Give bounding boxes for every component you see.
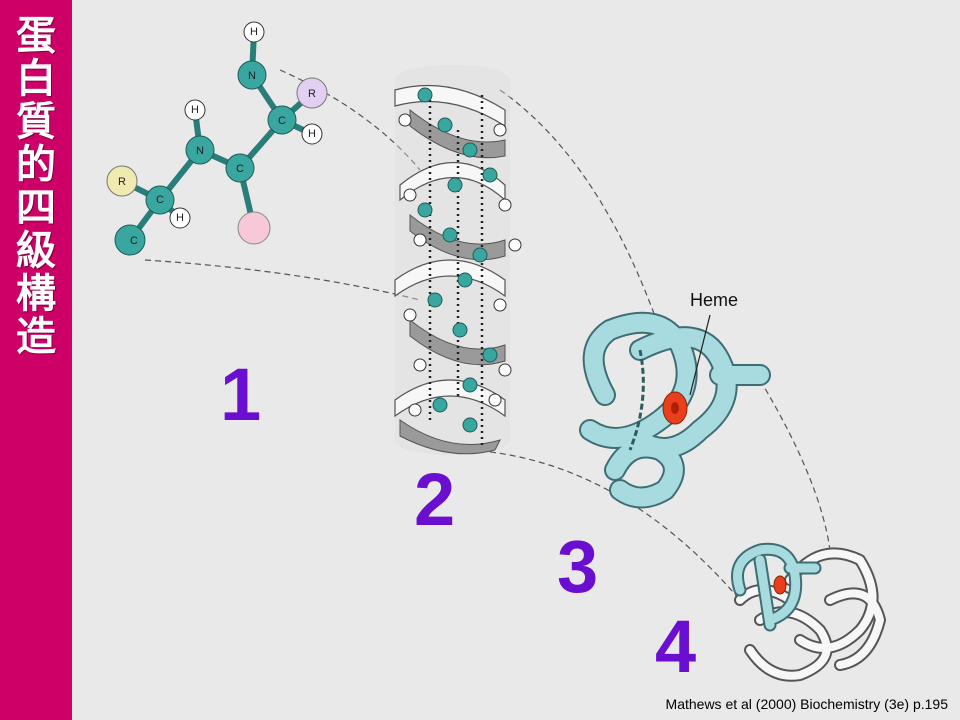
atom-o bbox=[237, 211, 271, 245]
slide-title: 蛋白質的四級構造 bbox=[0, 14, 72, 358]
title-char: 造 bbox=[16, 313, 56, 360]
tertiary-fold: Heme bbox=[579, 290, 771, 509]
title-char: 的 bbox=[16, 141, 56, 188]
atom-r bbox=[106, 165, 138, 197]
atom-h bbox=[301, 123, 323, 145]
atom-label: C bbox=[236, 163, 244, 175]
atom-c bbox=[114, 224, 146, 256]
atom-r bbox=[296, 77, 328, 109]
atom-n bbox=[237, 60, 267, 90]
step-number-3: 3 bbox=[557, 525, 598, 608]
heme-group bbox=[773, 575, 787, 595]
atom-h bbox=[184, 99, 206, 121]
atom-c bbox=[145, 185, 175, 215]
atom-label: H bbox=[176, 212, 184, 224]
primary-structure: C R C H N H C C R H N H bbox=[106, 21, 328, 256]
atom-label: C bbox=[278, 115, 286, 127]
atom-h bbox=[243, 21, 265, 43]
atom-label: H bbox=[308, 128, 316, 140]
step-number-2: 2 bbox=[414, 458, 455, 541]
atom-label: N bbox=[196, 145, 204, 157]
atom-label: H bbox=[250, 26, 258, 38]
connector-lines bbox=[144, 69, 831, 601]
atom-n bbox=[185, 135, 215, 165]
title-char: 質 bbox=[16, 98, 56, 145]
atom-label: N bbox=[248, 70, 256, 82]
atom-label: C bbox=[156, 194, 164, 206]
title-char: 構 bbox=[16, 270, 56, 317]
atom-label: H bbox=[191, 104, 199, 116]
protein-structure-diagram: C R C H N H C C R H N H bbox=[106, 21, 886, 688]
quaternary-structure bbox=[731, 542, 886, 682]
step-number-4: 4 bbox=[655, 605, 696, 688]
citation: Mathews et al (2000) Biochemistry (3e) p… bbox=[665, 696, 948, 712]
alpha-helix bbox=[394, 65, 522, 455]
step-number-1: 1 bbox=[220, 353, 261, 436]
atom-h bbox=[169, 207, 191, 229]
atom-label: R bbox=[308, 88, 316, 100]
atom-label: C bbox=[130, 235, 138, 247]
atom-c bbox=[225, 153, 255, 183]
title-char: 級 bbox=[16, 227, 56, 274]
sidebar-band: 蛋白質的四級構造 bbox=[0, 0, 72, 720]
title-char: 四 bbox=[16, 184, 56, 231]
title-char: 蛋 bbox=[16, 12, 56, 59]
title-char: 白 bbox=[16, 55, 56, 102]
atom-label: R bbox=[118, 176, 126, 188]
atom-c bbox=[267, 105, 297, 135]
heme-label: Heme bbox=[690, 290, 738, 310]
